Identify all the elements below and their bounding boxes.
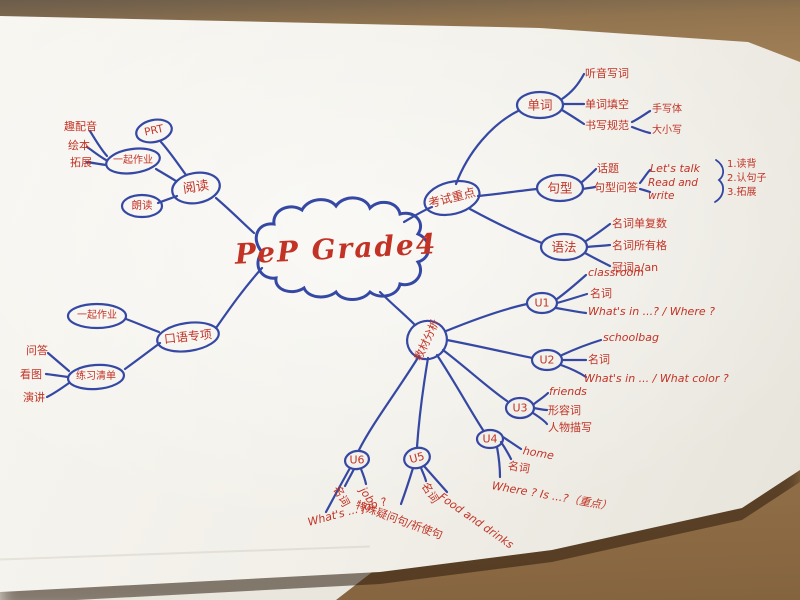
label-handwriting: 手写体 (652, 104, 682, 115)
label-picture-talk: 看图 (20, 368, 42, 381)
center-cloud-outline (254, 196, 430, 301)
oval-practice-list (66, 363, 126, 391)
label-topic: 话题 (597, 162, 619, 175)
label-read-and-write: Read and write (648, 177, 698, 202)
oval-reading (171, 171, 221, 205)
node-u3: U3 (512, 401, 528, 415)
label-articles: 冠词a/an (612, 261, 659, 274)
brace (714, 159, 725, 203)
label-lets-talk: Let's talk (650, 162, 700, 175)
label-word-fill: 单词填空 (585, 98, 629, 111)
label-fun-dubbing: 趣配音 (64, 120, 97, 133)
node-reading-aloud: 朗读 (131, 199, 153, 212)
label-listen-write: 听音写词 (585, 67, 629, 80)
node-u1: U1 (534, 296, 550, 310)
oval-homework-mid (66, 302, 128, 330)
label-speech: 演讲 (23, 391, 45, 404)
label-u1-noun: 名词 (590, 287, 612, 300)
node-homework-app-mid: 一起作业 (77, 310, 117, 321)
label-u2-schoolbag: schoolbag (603, 331, 659, 344)
label-u1-classroom: classroom (588, 266, 645, 279)
node-u6: U6 (349, 453, 365, 467)
label-capitalization: 大小写 (652, 125, 682, 136)
node-u4: U4 (482, 432, 498, 446)
label-u1-patterns: What's in ...? / Where ? (588, 305, 715, 318)
label-u2-noun: 名词 (588, 353, 610, 366)
oval-u4 (475, 428, 505, 450)
label-step-2: 2.认句子 (727, 173, 767, 184)
oval-oral (156, 321, 220, 353)
oval-u6 (343, 449, 371, 471)
node-u2: U2 (539, 353, 555, 367)
label-noun-plural: 名词单复数 (612, 217, 667, 230)
oval-exam-focus (423, 179, 481, 217)
label-u3-adjective: 形容词 (548, 404, 581, 417)
label-noun-possessive: 名词所有格 (612, 239, 667, 252)
label-u3-description: 人物描写 (548, 421, 592, 434)
node-sentence: 句型 (547, 180, 573, 196)
node-homework-app-top: 一起作业 (113, 155, 153, 166)
label-picture-book: 绘本 (68, 139, 90, 152)
oval-prt (135, 118, 173, 144)
label-pattern-qa: 句型问答 (594, 181, 638, 194)
label-step-3: 3.拓展 (727, 187, 757, 198)
label-extension: 拓展 (70, 156, 92, 169)
label-question-answer: 问答 (26, 344, 48, 357)
label-step-1: 1.读背 (727, 159, 757, 170)
oval-reading-aloud (120, 193, 164, 219)
node-words: 单词 (527, 97, 553, 113)
label-u2-patterns: What's in ... / What color ? (584, 372, 729, 385)
node-practice-list: 练习清单 (76, 371, 116, 382)
label-writing-norm: 书写规范 (585, 119, 629, 132)
oval-textbook (406, 319, 448, 361)
label-u3-friends: friends (549, 385, 587, 398)
oval-u5 (403, 446, 431, 470)
node-grammar: 语法 (551, 239, 577, 255)
